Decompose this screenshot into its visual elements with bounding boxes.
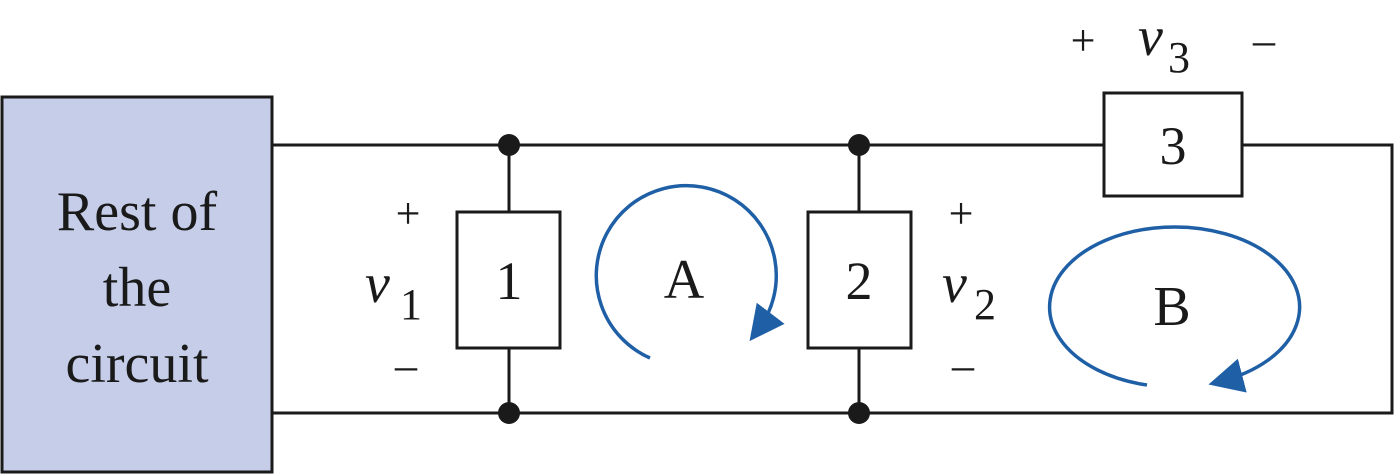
rest-of-circuit-block [0,95,274,474]
v2-minus-sign: – [951,341,975,390]
node-top-2 [848,134,870,156]
v3-subscript: 3 [1168,33,1190,82]
right-wire [272,143,1394,415]
loop-b-arrow [1047,225,1302,393]
v1-plus-sign: + [396,189,421,238]
element-2-label: 2 [846,251,873,311]
node-bottom-2 [848,402,870,424]
node-top-1 [498,134,520,156]
v2-plus-sign: + [949,189,974,238]
block-label-line3: circuit [65,333,208,395]
v3-plus-sign: + [1071,16,1096,65]
element-1-box [455,210,562,350]
v1-subscript: 1 [400,280,422,329]
node-bottom-1 [498,402,520,424]
v3-minus-sign: – [1252,16,1276,65]
element-2-box [806,210,913,350]
loop-b-label: B [1153,276,1190,338]
v3-symbol: v [1138,6,1163,68]
block-label-line2: the [103,257,171,319]
element-3-box [1102,91,1244,198]
loop-a-arrow [594,183,785,360]
element-3-label: 3 [1160,116,1187,176]
v2-subscript: 2 [974,280,996,329]
block-label-line1: Rest of [57,181,218,243]
v1-symbol: v [365,253,390,315]
v2-symbol: v [942,253,967,315]
loop-a-label: A [664,249,705,311]
v1-minus-sign: – [394,341,418,390]
element-1-label: 1 [496,251,523,311]
